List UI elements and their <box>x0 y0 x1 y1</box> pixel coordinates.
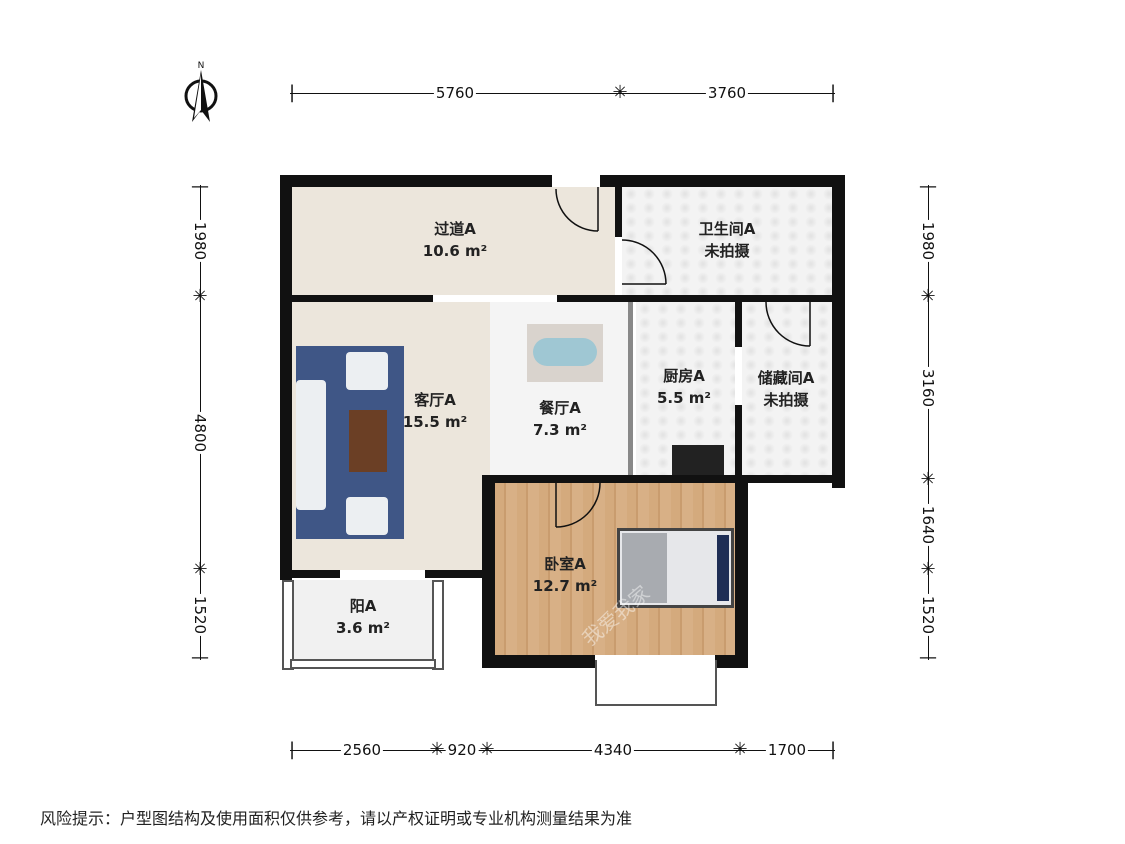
room-label-balcony: 阳A 3.6 m² <box>336 595 390 639</box>
dim-left-1: 1980 <box>191 219 209 263</box>
dim-tick: — <box>191 176 209 197</box>
dimension-line-bottom <box>290 750 835 751</box>
room-name: 客厅A <box>414 391 456 409</box>
dim-bottom-1: 2560 <box>340 741 384 759</box>
wall <box>425 570 495 578</box>
door-storage <box>765 301 811 347</box>
dim-top-1: 5760 <box>433 84 477 102</box>
room-label-living: 客厅A 15.5 m² <box>403 389 467 433</box>
wall <box>557 295 832 302</box>
bay-window <box>595 660 717 706</box>
room-label-bathroom: 卫生间A 未拍摄 <box>699 218 756 262</box>
dim-bottom-4: 1700 <box>765 741 809 759</box>
dim-tick: ✳ <box>920 559 936 580</box>
dim-right-3: 1640 <box>919 503 937 547</box>
room-area: 7.3 m² <box>533 421 587 439</box>
room-area: 10.6 m² <box>422 242 488 260</box>
wall <box>615 187 622 237</box>
room-label-storage: 储藏间A 未拍摄 <box>758 367 815 411</box>
wall <box>280 175 292 580</box>
room-name: 过道A <box>434 220 476 238</box>
dim-tick: ✳ <box>920 286 936 307</box>
compass-north-icon: N <box>180 60 222 124</box>
dim-tick: ✳ <box>429 739 445 760</box>
wall <box>600 175 845 187</box>
wall <box>628 302 633 475</box>
wall <box>735 483 748 668</box>
wall <box>292 295 433 302</box>
wall <box>715 655 748 668</box>
armchair <box>346 352 388 390</box>
room-note: 未拍摄 <box>763 391 809 409</box>
room-hallway <box>292 187 615 295</box>
wall <box>735 405 742 475</box>
dim-bottom-3: 4340 <box>591 741 635 759</box>
balcony-window <box>290 659 436 669</box>
dim-tick: ✳ <box>192 559 208 580</box>
bed <box>617 528 734 608</box>
dim-bottom-2: 920 <box>445 741 479 759</box>
dim-tick: — <box>919 176 937 197</box>
room-name: 阳A <box>349 597 377 615</box>
wall <box>735 302 742 347</box>
room-label-dining: 餐厅A 7.3 m² <box>533 397 587 441</box>
dim-tick: ✳ <box>192 286 208 307</box>
dim-tick: ✳ <box>479 739 495 760</box>
door-entrance <box>555 187 599 232</box>
dim-tick: | <box>288 739 296 760</box>
room-label-kitchen: 厨房A 5.5 m² <box>657 365 711 409</box>
room-note: 未拍摄 <box>704 242 750 260</box>
room-area: 3.6 m² <box>336 619 390 637</box>
room-area: 15.5 m² <box>402 413 468 431</box>
dim-tick: | <box>829 82 837 103</box>
room-name: 卧室A <box>544 555 586 573</box>
wall <box>482 655 595 668</box>
door-bedroom <box>555 482 601 528</box>
room-label-hallway: 过道A 10.6 m² <box>423 218 487 262</box>
wall <box>280 175 552 187</box>
coffee-table <box>349 410 387 472</box>
room-area: 12.7 m² <box>532 577 598 595</box>
room-balcony <box>292 580 440 660</box>
dim-top-2: 3760 <box>705 84 749 102</box>
room-label-bedroom: 卧室A 12.7 m² <box>533 553 597 597</box>
room-bathroom <box>622 187 832 295</box>
dim-tick: ✳ <box>920 469 936 490</box>
door-bathroom <box>621 239 667 285</box>
dim-tick: | <box>829 739 837 760</box>
room-name: 餐厅A <box>539 399 581 417</box>
dim-right-2: 3160 <box>919 366 937 410</box>
dim-tick: — <box>919 647 937 668</box>
wall <box>280 570 340 578</box>
dimension-line-top <box>290 93 835 94</box>
room-storage <box>742 302 832 475</box>
room-name: 卫生间A <box>698 220 756 238</box>
armchair <box>346 497 388 535</box>
dim-tick: — <box>191 647 209 668</box>
wall <box>482 475 845 483</box>
dim-right-4: 1520 <box>919 593 937 637</box>
room-name: 储藏间A <box>757 369 815 387</box>
room-name: 厨房A <box>663 367 705 385</box>
dimension-line-right <box>928 185 929 660</box>
svg-text:N: N <box>198 61 205 71</box>
dim-left-3: 1520 <box>191 593 209 637</box>
dim-tick: | <box>288 82 296 103</box>
balcony-window <box>432 580 444 670</box>
sofa <box>296 380 326 510</box>
balcony-window <box>282 580 294 670</box>
room-area: 5.5 m² <box>657 389 711 407</box>
dim-tick: ✳ <box>612 82 628 103</box>
dim-left-2: 4800 <box>191 411 209 455</box>
disclaimer: 风险提示：户型图结构及使用面积仅供参考，请以产权证明或专业机构测量结果为准 <box>40 809 633 828</box>
dining-table <box>527 324 603 382</box>
dim-tick: ✳ <box>732 739 748 760</box>
stove <box>672 445 724 475</box>
dim-right-1: 1980 <box>919 219 937 263</box>
wall <box>832 175 845 488</box>
